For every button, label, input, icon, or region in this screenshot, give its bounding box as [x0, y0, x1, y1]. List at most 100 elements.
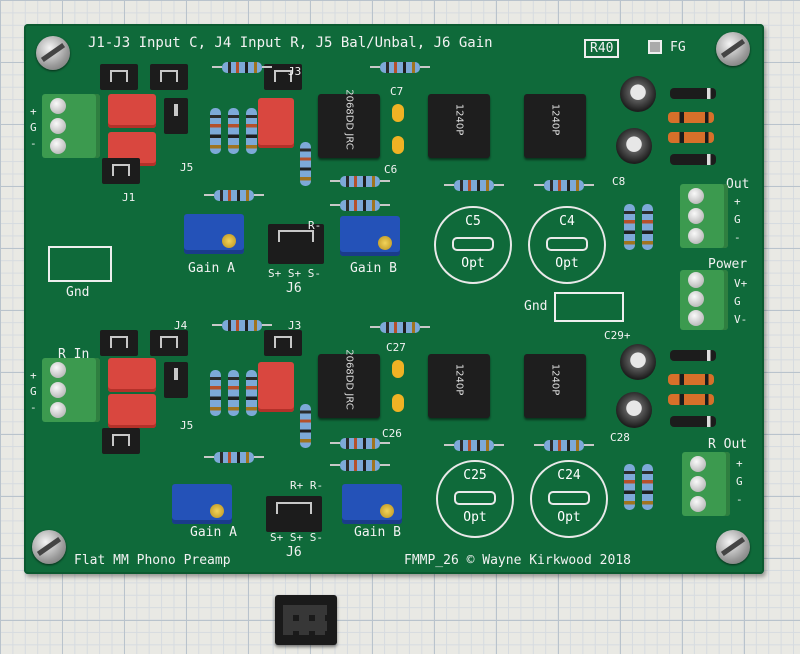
- jumper-j6-ch1: [268, 224, 324, 264]
- label-c25: C25: [463, 468, 487, 483]
- jumper-ch1-j2: [100, 64, 138, 90]
- mount-screw-top-right: [716, 32, 750, 66]
- electrolytic-cap-ch2-c28: [616, 392, 652, 428]
- opt-cap-footprint-c24: C24 Opt: [530, 460, 608, 538]
- resistor: [228, 370, 239, 416]
- label-c26: C26: [382, 427, 402, 440]
- resistor: [246, 108, 257, 154]
- board-copyright: FMMP_26 © Wayne Kirkwood 2018: [404, 553, 631, 568]
- jumper-ch2-j2: [100, 330, 138, 356]
- label-opt: Opt: [461, 256, 485, 271]
- diode: [668, 132, 714, 143]
- label-c27: C27: [386, 341, 406, 354]
- jumper-ch1-j4: [150, 64, 188, 90]
- resistor: [212, 320, 272, 331]
- terminal-screw: [50, 402, 66, 418]
- op-amp-ic-ch2-3: 1240P: [518, 354, 592, 418]
- ceramic-cap: [392, 394, 404, 412]
- electrolytic-cap-ch1-c8: [616, 128, 652, 164]
- terminal-screw: [50, 118, 66, 134]
- cap-pad: [452, 237, 494, 251]
- resistor: [370, 62, 430, 73]
- label-gain-b-ch2: Gain B: [354, 525, 401, 540]
- label-out-ch1: Out: [726, 177, 750, 192]
- electrolytic-cap-ch1-a: [620, 76, 656, 112]
- resistor: [330, 200, 390, 211]
- ceramic-cap: [392, 104, 404, 122]
- resistor: [300, 142, 311, 186]
- film-cap-ch1-c: [258, 98, 294, 148]
- gnd-pad-center: [554, 292, 624, 322]
- electrolytic-cap-ch2-c29: [620, 344, 656, 380]
- ceramic-cap: [392, 136, 404, 154]
- mount-screw-bottom-right: [716, 530, 750, 564]
- gnd-pad-block: [48, 246, 112, 282]
- label-gain-a-ch2: Gain A: [190, 525, 237, 540]
- jumper-ch2-j5: [164, 362, 188, 398]
- resistor: [624, 204, 635, 250]
- cap-pad: [454, 491, 496, 505]
- label-j5-ch1: J5: [180, 161, 194, 174]
- jumper-ch2-j3: [264, 330, 302, 356]
- cap-pad: [548, 491, 590, 505]
- resistor: [210, 108, 221, 154]
- jumper-j6-ch2: [266, 496, 322, 532]
- input-plus-ch2: +: [30, 369, 37, 382]
- film-cap-ch2-a: [108, 358, 156, 392]
- label-j3-ch2: J3: [288, 319, 302, 332]
- trimmer-gain-a-ch2: [172, 484, 232, 524]
- label-c24: C24: [557, 468, 581, 483]
- diode: [670, 350, 716, 361]
- op-amp-ic-ch2-1: 2068DD JRC: [312, 349, 386, 418]
- terminal-screw: [50, 98, 66, 114]
- resistor: [246, 370, 257, 416]
- diode: [670, 88, 716, 99]
- op-amp-ic-ch1-1: 2068DD JRC: [312, 89, 386, 158]
- resistor: [534, 440, 594, 451]
- resistor: [444, 180, 504, 191]
- trimmer-gain-b-ch2: [342, 484, 402, 524]
- output-terminal-ch1: [680, 184, 728, 248]
- resistor: [204, 190, 264, 201]
- label-jumper-pins-ch2: S+ S+ S-: [270, 531, 323, 544]
- label-c4: C4: [559, 214, 575, 229]
- diode: [668, 374, 714, 385]
- label-opt: Opt: [463, 510, 487, 525]
- jumper-ch1-j5: [164, 98, 188, 134]
- film-cap-ch1-a: [108, 94, 156, 128]
- resistor: [228, 108, 239, 154]
- label-opt: Opt: [555, 256, 579, 271]
- resistor: [330, 176, 390, 187]
- resistor: [370, 322, 430, 333]
- diode: [668, 394, 714, 405]
- label-j6-ch2: J6: [286, 545, 302, 560]
- resistor: [534, 180, 594, 191]
- terminal-screw: [690, 456, 706, 472]
- label-jumper-r-ch2: R+ R-: [290, 479, 324, 492]
- label-power: Power: [708, 257, 748, 272]
- fg-pad: [648, 40, 662, 54]
- trimmer-gain-a-ch1: [184, 214, 244, 254]
- resistor: [204, 452, 264, 463]
- terminal-screw: [688, 310, 704, 326]
- label-c7: C7: [390, 85, 404, 98]
- jumper-ch1-j1: [102, 158, 140, 184]
- diode: [670, 416, 716, 427]
- terminal-screw: [688, 272, 704, 288]
- out-minus-ch1: -: [734, 231, 741, 244]
- label-c5: C5: [465, 214, 481, 229]
- input-terminal-ch2: [42, 358, 100, 422]
- ceramic-cap: [392, 360, 404, 378]
- jumper-ch2-j4: [150, 330, 188, 356]
- jumper-ch1-j3: [264, 64, 302, 90]
- label-c29: C29+: [604, 329, 631, 342]
- resistor: [642, 464, 653, 510]
- mount-screw-bottom-left: [32, 530, 66, 564]
- terminal-screw: [690, 496, 706, 512]
- r40-label: R40: [584, 39, 620, 58]
- terminal-screw: [50, 382, 66, 398]
- mount-screw-top-left: [36, 36, 70, 70]
- out-plus-ch2: +: [736, 457, 743, 470]
- terminal-screw: [688, 291, 704, 307]
- label-r-in: R In: [58, 347, 90, 362]
